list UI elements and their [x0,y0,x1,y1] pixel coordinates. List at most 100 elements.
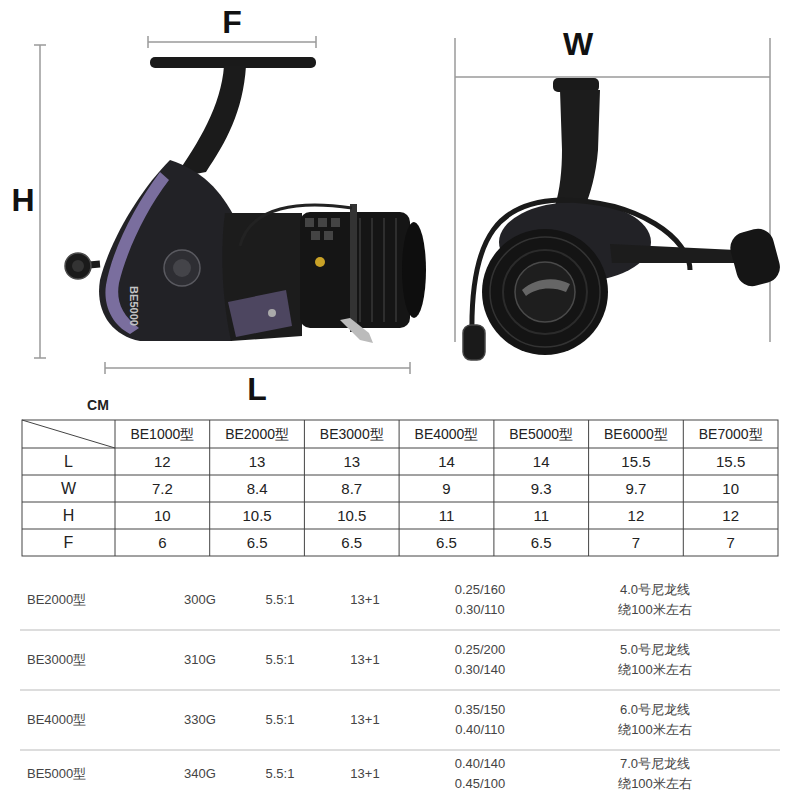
reel-part [769,38,771,342]
reel-part [209,420,210,556]
reel-part [588,420,589,556]
reel-part [324,231,333,240]
reel-part [360,218,396,322]
reel-part [503,250,587,334]
reel-part [409,362,411,374]
spec-value: 5.5:1 [245,713,315,728]
spec-value: 310G [160,653,240,668]
spec-value: 13+1 [330,767,400,782]
table-cell: 10.5 [211,507,303,524]
spec-value: 4.0号尼龙线 [580,583,730,598]
table-cell: 12 [116,453,208,470]
table-cell: 9.7 [590,480,682,497]
dimension-letter: W [558,26,598,63]
dimension-letter: F [212,4,252,41]
reel-part [463,325,485,360]
spec-value: 6.0号尼龙线 [580,703,730,718]
spec-value: 5.0号尼龙线 [580,643,730,658]
reel-part [331,218,340,227]
table-cell: 7.2 [116,480,208,497]
reel-part [20,690,780,691]
model-name: BE3000型 [27,653,147,668]
reel-part [305,218,340,240]
table-cell: 6.5 [495,534,587,551]
size-table-grid [22,420,778,556]
spec-value: 13+1 [330,593,400,608]
spec-value: 0.35/150 [430,703,530,718]
table-cell: 10.5 [306,507,398,524]
spec-value: 绕100米左右 [580,723,730,738]
reel-part [39,45,41,358]
spec-value: 0.25/200 [430,643,530,658]
reel-part [22,420,115,448]
reel-part [553,78,599,92]
table-cell: 9 [400,480,492,497]
table-cell: 6.5 [400,534,492,551]
reel-part [311,231,320,240]
reel-part [727,225,784,290]
reel-part [493,420,494,556]
spec-value: 5.5:1 [245,593,315,608]
spec-value: 绕100米左右 [580,777,730,792]
spec-value: 5.5:1 [245,653,315,668]
spec-value: 0.30/110 [430,603,530,618]
reel-part [34,44,46,46]
model-header: BE6000型 [590,426,682,442]
reel-part [340,318,373,343]
reel-part [350,204,357,332]
spec-value: 0.25/160 [430,583,530,598]
table-cell: 11 [400,507,492,524]
table-cell: 11 [495,507,587,524]
table-cell: 8.4 [211,480,303,497]
spec-value: 300G [160,593,240,608]
reel-part [555,90,600,206]
reel-part [105,367,410,369]
reel-part [383,218,385,322]
table-cell: 12 [590,507,682,524]
spec-value: 340G [160,767,240,782]
table-cell: 14 [495,453,587,470]
reel-part [482,229,608,355]
reel-part [610,244,736,263]
reel-part [115,420,116,556]
model-header: BE1000型 [116,426,208,442]
reel-part [22,420,778,556]
reel-part [65,253,91,279]
reel-part [454,38,456,342]
dimension-row-header: L [25,452,113,470]
dimension-row-header: W [25,479,113,497]
reel-part [522,279,570,296]
reel-front-view [463,78,783,360]
reel-part [173,259,191,277]
reel-part [315,257,325,267]
reel-part [22,502,778,503]
reel-part [22,475,778,476]
reel-part [147,36,149,48]
unit-label: CM [78,397,118,413]
table-cell: 7 [685,534,777,551]
reel-part [304,420,305,556]
spec-value: 7.0号尼龙线 [580,757,730,772]
dimension-letter: H [3,182,43,219]
table-cell: 14 [400,453,492,470]
model-name: BE5000型 [27,767,147,782]
reel-part [395,218,397,322]
reel-part [22,448,778,449]
table-cell: 10 [685,480,777,497]
spec-value: 绕100米左右 [580,603,730,618]
spec-value: 0.40/110 [430,723,530,738]
reel-part [228,290,292,337]
model-mark: BE5000 [128,271,141,341]
table-cell: 13 [211,453,303,470]
reel-part [148,41,316,43]
dimension-row-header: F [25,533,113,551]
reel-part [402,222,426,318]
reel-part [318,218,327,227]
reel-part [104,362,106,374]
reel-part [34,357,46,359]
dimension-letter: L [237,371,277,408]
spec-value: 13+1 [330,653,400,668]
reel-part [20,750,780,751]
